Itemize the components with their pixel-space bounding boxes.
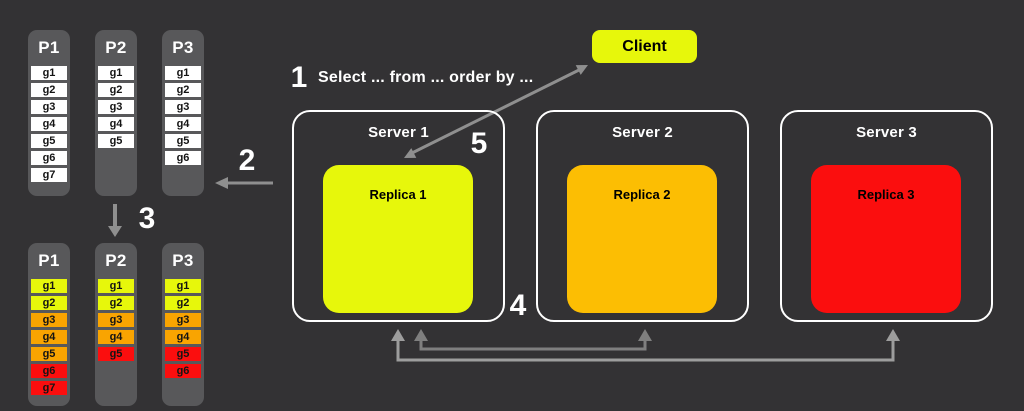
group-item-g1: g1 [31,66,67,80]
group-item-g7: g7 [31,381,67,395]
partition-label: P1 [38,251,60,270]
partition-p1: P1 g1 g2 g3 g4 g5 g6 g7 [28,243,70,406]
group-item-g4: g4 [98,117,134,131]
group-item-g3: g3 [165,100,201,114]
server-box-2: Server 2 Replica 2 [536,110,749,322]
group-item-g1: g1 [165,279,201,293]
group-item-g5: g5 [165,347,201,361]
group-item-g2: g2 [165,83,201,97]
group-item-g2: g2 [98,83,134,97]
group-item-g5: g5 [31,347,67,361]
server-label: Server 2 [612,124,673,141]
client-box: Client [592,30,697,63]
replication-arrow-s1-s3-icon [391,329,900,362]
group-item-g4: g4 [31,117,67,131]
partition-p1: P1 g1 g2 g3 g4 g5 g6 g7 [28,30,70,196]
group-item-g5: g5 [98,134,134,148]
partition-label: P2 [105,251,127,270]
step-2-label: 2 [238,144,256,177]
server-box-3: Server 3 Replica 3 [780,110,993,322]
group-item-g5: g5 [165,134,201,148]
replica-box-1: Replica 1 [323,165,473,313]
step-3-label: 3 [138,202,156,235]
group-item-g6: g6 [31,364,67,378]
server-label: Server 1 [368,124,429,141]
group-item-g1: g1 [98,66,134,80]
group-item-g4: g4 [98,330,134,344]
group-item-g3: g3 [98,313,134,327]
group-item-g3: g3 [31,313,67,327]
replica-box-2: Replica 2 [567,165,717,313]
partition-label: P2 [105,38,127,57]
partitions-before: P1 g1 g2 g3 g4 g5 g6 g7 P2 g1 g2 g3 g4 g5 P3 g1 g2 g3 g4 g5… [28,30,204,196]
partition-label: P1 [38,38,60,57]
partition-label: P3 [172,38,194,57]
group-item-g5: g5 [31,134,67,148]
partition-p2: P2 g1 g2 g3 g4 g5 [95,30,137,196]
step-4-label: 4 [509,289,527,322]
group-item-g6: g6 [165,364,201,378]
partition-p2: P2 g1 g2 g3 g4 g5 [95,243,137,406]
step-5-label: 5 [470,127,488,160]
group-item-g1: g1 [31,279,67,293]
group-item-g5: g5 [98,347,134,361]
group-item-g3: g3 [31,100,67,114]
group-item-g6: g6 [165,151,201,165]
group-item-g6: g6 [31,151,67,165]
partitions-after: P1 g1 g2 g3 g4 g5 g6 g7 P2 g1 g2 g3 g4 g5 P3 g1 g2 g3 g4 g5… [28,243,204,406]
replication-arrow-s1-s2-icon [414,329,652,351]
group-item-g1: g1 [98,279,134,293]
group-item-g2: g2 [31,83,67,97]
server-label: Server 3 [856,124,917,141]
partition-label: P3 [172,251,194,270]
server-box-1: Server 1 Replica 1 [292,110,505,322]
group-item-g7: g7 [31,168,67,182]
group-item-g2: g2 [31,296,67,310]
group-item-g3: g3 [98,100,134,114]
group-item-g1: g1 [165,66,201,80]
step-1-label: 1 [290,61,308,94]
down-arrow-icon [108,204,122,237]
partition-p3: P3 g1 g2 g3 g4 g5 g6 [162,30,204,196]
left-arrow-icon [215,177,273,189]
group-item-g2: g2 [98,296,134,310]
group-item-g3: g3 [165,313,201,327]
group-item-g4: g4 [165,117,201,131]
query-text: Select ... from ... order by ... [318,69,534,86]
partition-p3: P3 g1 g2 g3 g4 g5 g6 [162,243,204,406]
group-item-g4: g4 [31,330,67,344]
replica-box-3: Replica 3 [811,165,961,313]
group-item-g4: g4 [165,330,201,344]
group-item-g2: g2 [165,296,201,310]
